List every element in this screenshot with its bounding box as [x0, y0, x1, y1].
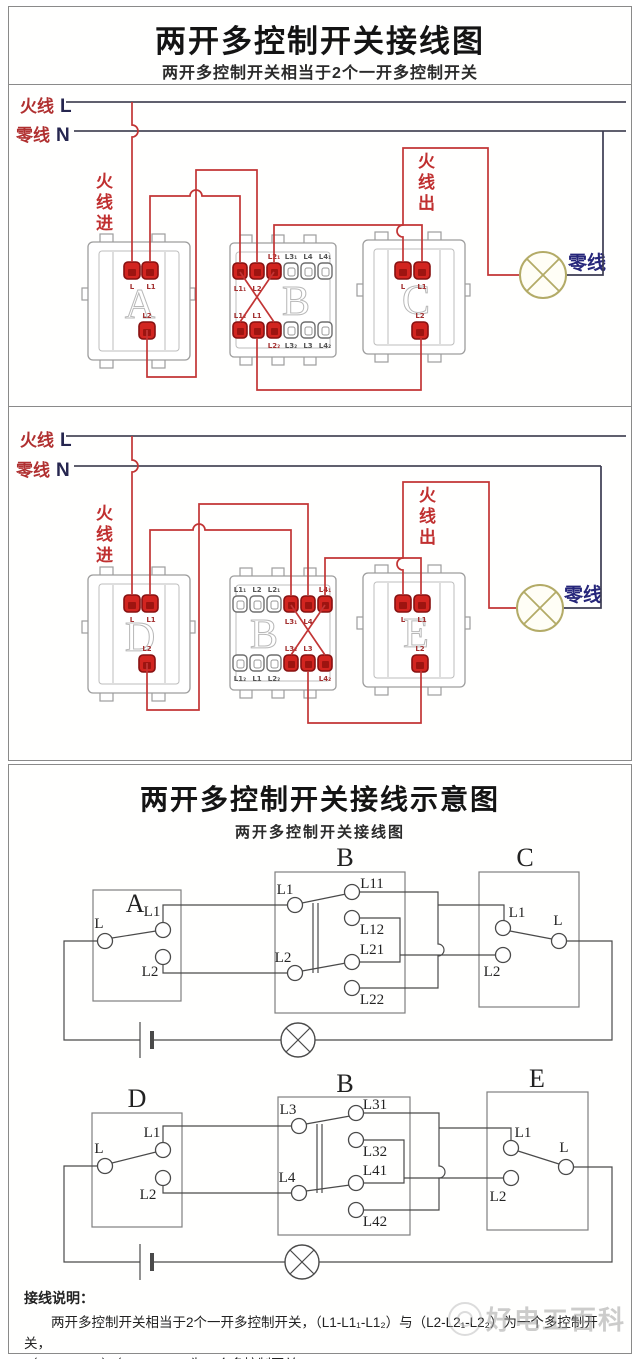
page-subtitle: 两开多控制开关相当于2个一开多控制开关 [162, 65, 478, 82]
schematic-subtitle: 两开多控制开关接线图 [234, 824, 405, 841]
live-out-label-2: 火线出 [416, 486, 435, 549]
watermark-logo-icon [448, 1301, 482, 1336]
schematic-title: 两开多控制开关接线示意图 [139, 784, 500, 815]
note-line2: （L3-L3₁-L3₂）（L4-L4₁-L4₂)为一个多控制开关。 [24, 1354, 616, 1359]
watermark: 好电工百科 [448, 1300, 626, 1337]
live-in-label-1: 火线进 [93, 172, 112, 235]
page-title: 两开多控制开关接线图 [155, 24, 485, 59]
lamp-neutral-label-1: 零线 [568, 253, 607, 274]
note-title: 接线说明： [24, 1290, 94, 1306]
schematic-frame [8, 764, 632, 1354]
live-in-label-2: 火线进 [93, 504, 112, 567]
diagram1-frame [8, 84, 632, 407]
diagram2-frame [8, 406, 632, 761]
live-out-label-1: 火线出 [415, 152, 434, 215]
title-section-frame [8, 6, 632, 85]
lamp-neutral-label-2: 零线 [564, 585, 603, 606]
